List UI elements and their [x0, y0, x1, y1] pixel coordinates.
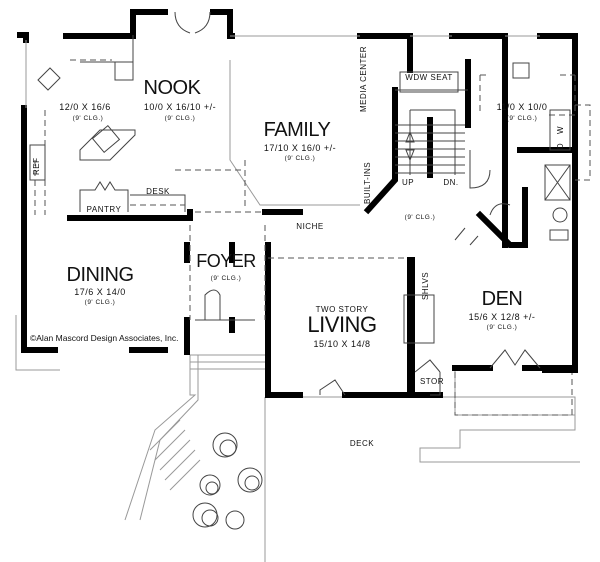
kitchen-ceiling: (9' CLG.): [73, 115, 104, 122]
den-label: DEN: [482, 288, 523, 310]
living-label: LIVING: [307, 312, 376, 337]
family-ceiling: (9' CLG.): [285, 155, 316, 162]
niche-label: NICHE: [296, 222, 323, 231]
media-center-label: MEDIA CENTER: [359, 46, 368, 112]
laundry-ceiling: (9' CLG.): [507, 115, 538, 122]
nook-ceiling: (9' CLG.): [165, 115, 196, 122]
shelves-label: SHLVS: [421, 272, 430, 300]
walls: [17, 9, 578, 398]
foyer-ceiling: (9' CLG.): [211, 275, 242, 282]
exterior-steps: [149, 354, 265, 491]
deck-label: DECK: [350, 439, 374, 448]
den-dimensions: 15/6 X 12/8 +/-: [469, 312, 536, 322]
dryer-label: D: [556, 143, 565, 149]
built-ins-label: BUILT-INS: [363, 162, 372, 204]
landscape-shrubs: [192, 432, 263, 530]
dining-dimensions: 17/6 X 14/0: [74, 287, 126, 297]
foyer-label: FOYER: [196, 251, 256, 271]
den-ceiling: (9' CLG.): [487, 324, 518, 331]
hall-ceiling: (9' CLG.): [405, 214, 436, 221]
dining-ceiling: (9' CLG.): [85, 299, 116, 306]
dining-label: DINING: [67, 264, 134, 286]
copyright-notice: ©Alan Mascord Design Associates, Inc.: [30, 333, 178, 343]
laundry-dimensions: 11/0 X 10/0: [497, 102, 548, 112]
stairs-down-label: DN.: [443, 178, 458, 187]
ref-label: REF: [32, 158, 41, 176]
two-story-label: TWO STORY: [316, 305, 369, 314]
family-dimensions: 17/10 X 16/0 +/-: [264, 143, 336, 153]
deck-outline: [15, 315, 580, 562]
storage-label: STOR: [420, 377, 444, 386]
kitchen-dimensions: 12/0 X 16/6: [59, 102, 111, 112]
pantry-label: PANTRY: [87, 205, 122, 214]
desk-label: DESK: [146, 187, 170, 196]
nook-label: NOOK: [144, 77, 202, 99]
stairs-up-label: UP: [402, 178, 414, 187]
family-label: FAMILY: [264, 119, 331, 141]
living-dimensions: 15/10 X 14/8: [313, 339, 370, 349]
nook-dimensions: 10/0 X 16/10 +/-: [144, 102, 216, 112]
window-seat-label: WDW SEAT: [405, 73, 452, 82]
washer-label: W: [556, 126, 565, 134]
interior-details: [25, 11, 591, 396]
